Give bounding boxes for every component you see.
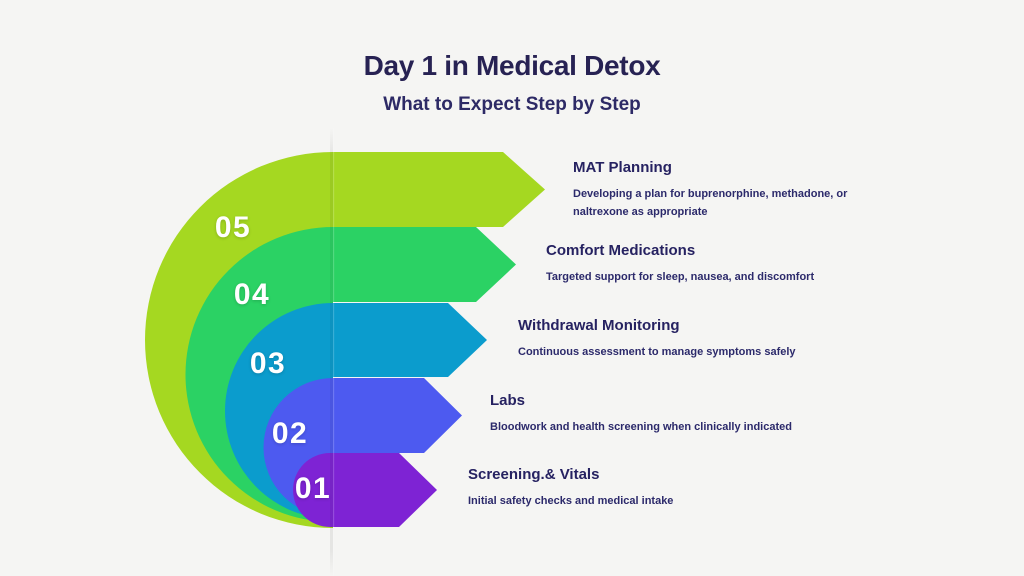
- step-05-number: 05: [214, 211, 252, 244]
- step-04-desc: Targeted support for sleep, nausea, and …: [546, 271, 815, 283]
- step-05-title: MAT Planning: [573, 159, 672, 176]
- page-title: Day 1 in Medical Detox: [363, 50, 661, 81]
- step-02-title: Labs: [490, 392, 526, 409]
- step-01-text: Screening.& Vitals Initial safety checks…: [468, 466, 673, 510]
- step-05-text: MAT Planning Developing a plan for bupre…: [573, 159, 891, 221]
- step-02-number: 02: [271, 417, 309, 450]
- step-03-title: Withdrawal Monitoring: [518, 317, 680, 334]
- step-03-desc: Continuous assessment to manage symptoms…: [518, 346, 796, 358]
- step-03-text: Withdrawal Monitoring Continuous assessm…: [518, 317, 796, 361]
- page-subtitle: What to Expect Step by Step: [383, 94, 641, 115]
- step-02-desc: Bloodwork and health screening when clin…: [490, 421, 792, 433]
- step-04-text: Comfort Medications Targeted support for…: [546, 242, 814, 286]
- step-04-title: Comfort Medications: [546, 242, 696, 259]
- step-04-number: 04: [233, 278, 271, 311]
- step-01-number: 01: [294, 472, 332, 505]
- step-03-number: 03: [249, 347, 287, 380]
- step-02-text: Labs Bloodwork and health screening when…: [490, 392, 792, 436]
- step-01-title: Screening.& Vitals: [468, 466, 600, 483]
- step-01-pill-arrow: [293, 453, 437, 527]
- header: Day 1 in Medical Detox What to Expect St…: [0, 50, 1024, 116]
- step-01-desc: Initial safety checks and medical intake: [468, 495, 674, 507]
- step-05-desc: Developing a plan for buprenorphine, met…: [573, 188, 848, 219]
